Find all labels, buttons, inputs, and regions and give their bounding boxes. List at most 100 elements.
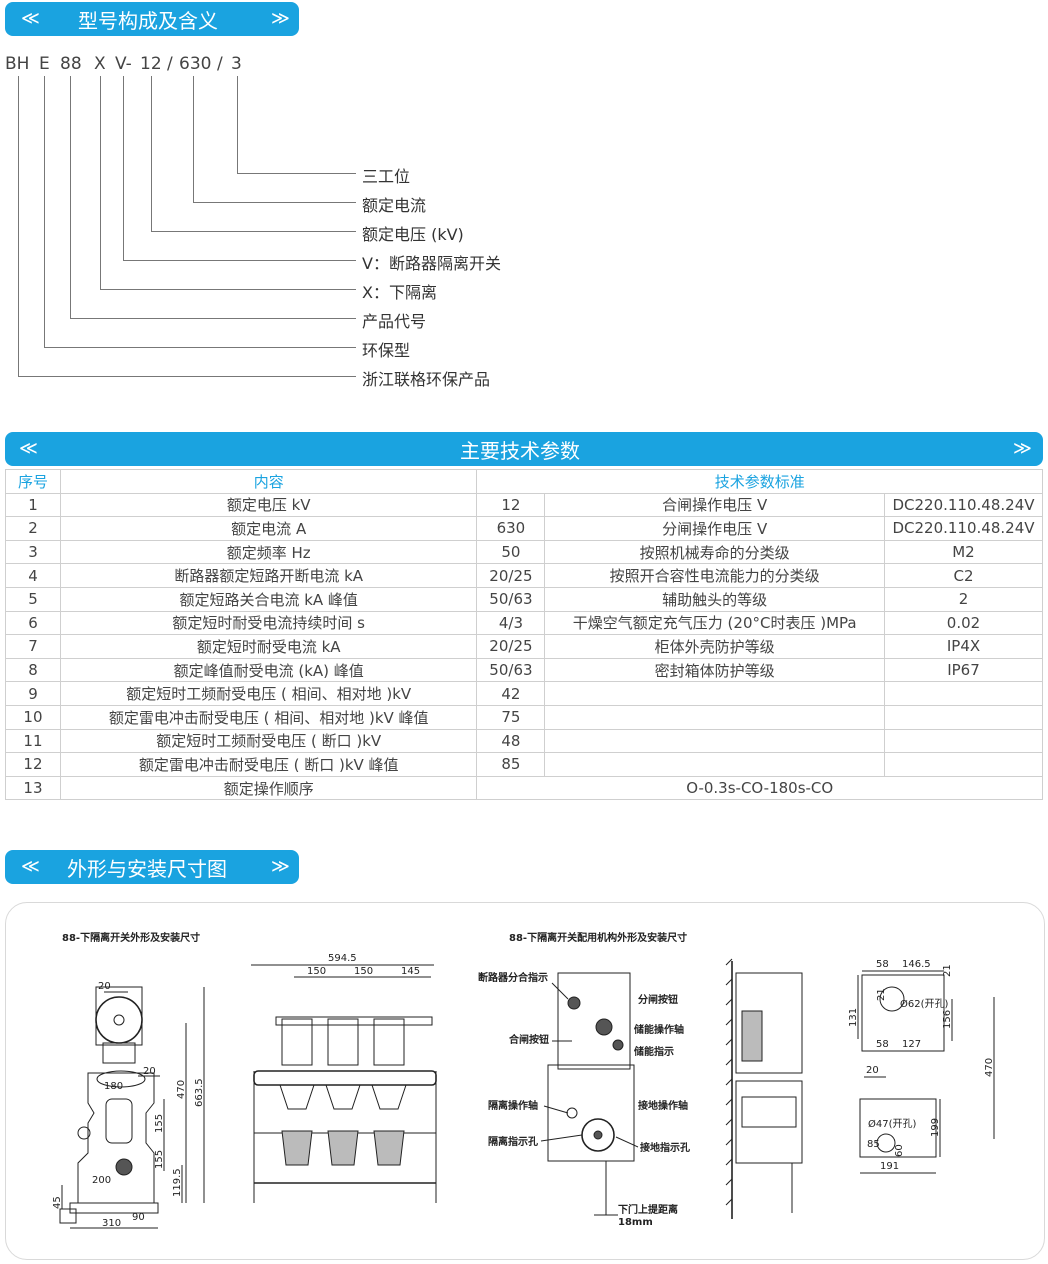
cell-value: 50 xyxy=(476,539,546,565)
dim-label: 60 xyxy=(894,1144,905,1157)
cell-value: 50/63 xyxy=(476,586,546,612)
header-standard: 技术参数标准 xyxy=(476,469,1043,494)
cell-no: 12 xyxy=(5,752,61,777)
code-meaning: 产品代号 xyxy=(362,312,427,331)
cell-content: 额定短路关合电流 kA 峰值 xyxy=(59,586,478,612)
section-banner-drawings: ≪ 外形与安装尺寸图 ≫ xyxy=(5,850,299,884)
mech-note: 下门上提距离 xyxy=(618,1203,678,1216)
cell-item2 xyxy=(544,752,885,777)
cell-value: 48 xyxy=(476,728,546,754)
cell-no: 11 xyxy=(5,728,61,754)
mechanism-drawing: 断路器分合指示 分闸按钮 储能操作轴 合闸按钮 储能指示 隔离操作轴 接地操作轴… xyxy=(478,971,690,1228)
cell-content: 额定电流 A xyxy=(59,516,478,541)
cell-item2: 分闸操作电压 V xyxy=(544,516,885,541)
dim-label: 594.5 xyxy=(328,953,357,964)
cell-value2 xyxy=(883,681,1044,706)
dim-label: 180 xyxy=(104,1081,123,1092)
table-header-row: 序号 内容 技术参数标准 xyxy=(5,469,1043,494)
dim-label: 146.5 xyxy=(902,959,931,970)
code-connector xyxy=(237,76,356,174)
code-meaning: 浙江联格环保产品 xyxy=(362,370,491,389)
dim-label: 58 xyxy=(876,1039,889,1050)
code-connector xyxy=(151,76,356,232)
section-banner-params: ≪ 主要技术参数 ≫ xyxy=(5,432,1043,466)
code-connector xyxy=(44,76,356,348)
double-chevron-left-icon: ≪ xyxy=(19,438,38,459)
section-title: 型号构成及含义 xyxy=(78,9,218,33)
dim-label: Ø62(开孔) xyxy=(900,998,948,1010)
cell-value: 75 xyxy=(476,704,546,730)
cell-value: 42 xyxy=(476,681,546,706)
dim-label: 131 xyxy=(848,1008,859,1027)
mech-label: 合闸按钮 xyxy=(508,1033,549,1046)
dim-label: 470 xyxy=(984,1058,995,1077)
cell-no: 10 xyxy=(5,704,61,730)
double-chevron-left-icon: ≪ xyxy=(21,8,40,29)
dim-label: 85 xyxy=(867,1139,880,1150)
cell-value: O-0.3s-CO-180s-CO xyxy=(476,775,1043,801)
cell-no: 5 xyxy=(5,586,61,612)
cell-value: 50/63 xyxy=(476,657,546,683)
right-drawing-title: 88-下隔离开关配用机构外形及安装尺寸 xyxy=(509,931,687,944)
front-view-drawing: 594.5 150 150 145 xyxy=(251,953,437,1203)
cell-value2: C2 xyxy=(883,563,1044,588)
cell-item2: 密封箱体防护等级 xyxy=(544,657,885,683)
cell-value2: IP67 xyxy=(883,657,1044,683)
cell-item2: 按照机械寿命的分类级 xyxy=(544,539,885,565)
dim-label: 310 xyxy=(102,1218,121,1229)
code-meaning: 额定电压 (kV) xyxy=(362,225,464,244)
cell-content: 额定雷电冲击耐受电压 ( 相间、相对地 )kV 峰值 xyxy=(59,704,478,730)
cell-item2 xyxy=(544,681,885,706)
cell-no: 6 xyxy=(5,610,61,636)
cell-item2: 按照开合容性电流能力的分类级 xyxy=(544,563,885,588)
code-meaning: V：断路器隔离开关 xyxy=(362,254,501,273)
code-connector xyxy=(70,76,356,319)
code-connector xyxy=(18,76,356,377)
code-letter: X xyxy=(94,54,106,74)
mech-label: 储能操作轴 xyxy=(633,1023,684,1036)
cell-no: 3 xyxy=(5,539,61,565)
cell-no: 4 xyxy=(5,563,61,588)
cell-content: 额定短时工频耐受电压 ( 相间、相对地 )kV xyxy=(59,681,478,706)
mech-label: 隔离操作轴 xyxy=(488,1099,538,1112)
table-row: 13 额定操作顺序 O-0.3s-CO-180s-CO xyxy=(5,775,1043,801)
cell-item2: 柜体外壳防护等级 xyxy=(544,634,885,659)
cell-content: 额定频率 Hz xyxy=(59,539,478,565)
dim-label: 20 xyxy=(143,1066,156,1077)
cell-content: 额定电压 kV xyxy=(59,492,478,518)
dim-label: 470 xyxy=(176,1080,187,1099)
dim-label: 90 xyxy=(132,1212,145,1223)
dimension-drawings: 88-下隔离开关外形及安装尺寸 88-下隔离开关配用机构外形及安装尺寸 20 2… xyxy=(52,931,995,1229)
cell-content: 额定峰值耐受电流 (kA) 峰值 xyxy=(59,657,478,683)
code-meaning: X：下隔离 xyxy=(362,283,437,302)
cell-no: 2 xyxy=(5,516,61,541)
dim-label: 21 xyxy=(876,988,887,1001)
cell-value2: DC220.110.48.24V xyxy=(883,516,1044,541)
dim-label: 155 xyxy=(154,1114,165,1133)
dim-label: 155 xyxy=(154,1150,165,1169)
cell-content: 额定短时耐受电流持续时间 s xyxy=(59,610,478,636)
cell-value2 xyxy=(883,752,1044,777)
cell-content: 额定短时工频耐受电压 ( 断口 )kV xyxy=(59,728,478,754)
code-letter: 88 xyxy=(60,54,82,74)
cell-value2: M2 xyxy=(883,539,1044,565)
code-letter: 630 xyxy=(179,54,212,74)
mechanism-side-drawing xyxy=(725,958,803,1219)
cell-value: 20/25 xyxy=(476,634,546,659)
cell-item2: 合闸操作电压 V xyxy=(544,492,885,518)
header-content: 内容 xyxy=(59,469,478,494)
code-letter: BH xyxy=(5,54,30,74)
code-letter: 3 xyxy=(231,54,242,74)
left-drawing-title: 88-下隔离开关外形及安装尺寸 xyxy=(62,931,200,944)
mech-label: 隔离指示孔 xyxy=(488,1135,538,1148)
dim-label: 191 xyxy=(880,1161,899,1172)
cell-value2: DC220.110.48.24V xyxy=(883,492,1044,518)
pole-1 xyxy=(279,1018,315,1166)
cell-value2: 2 xyxy=(883,586,1044,612)
